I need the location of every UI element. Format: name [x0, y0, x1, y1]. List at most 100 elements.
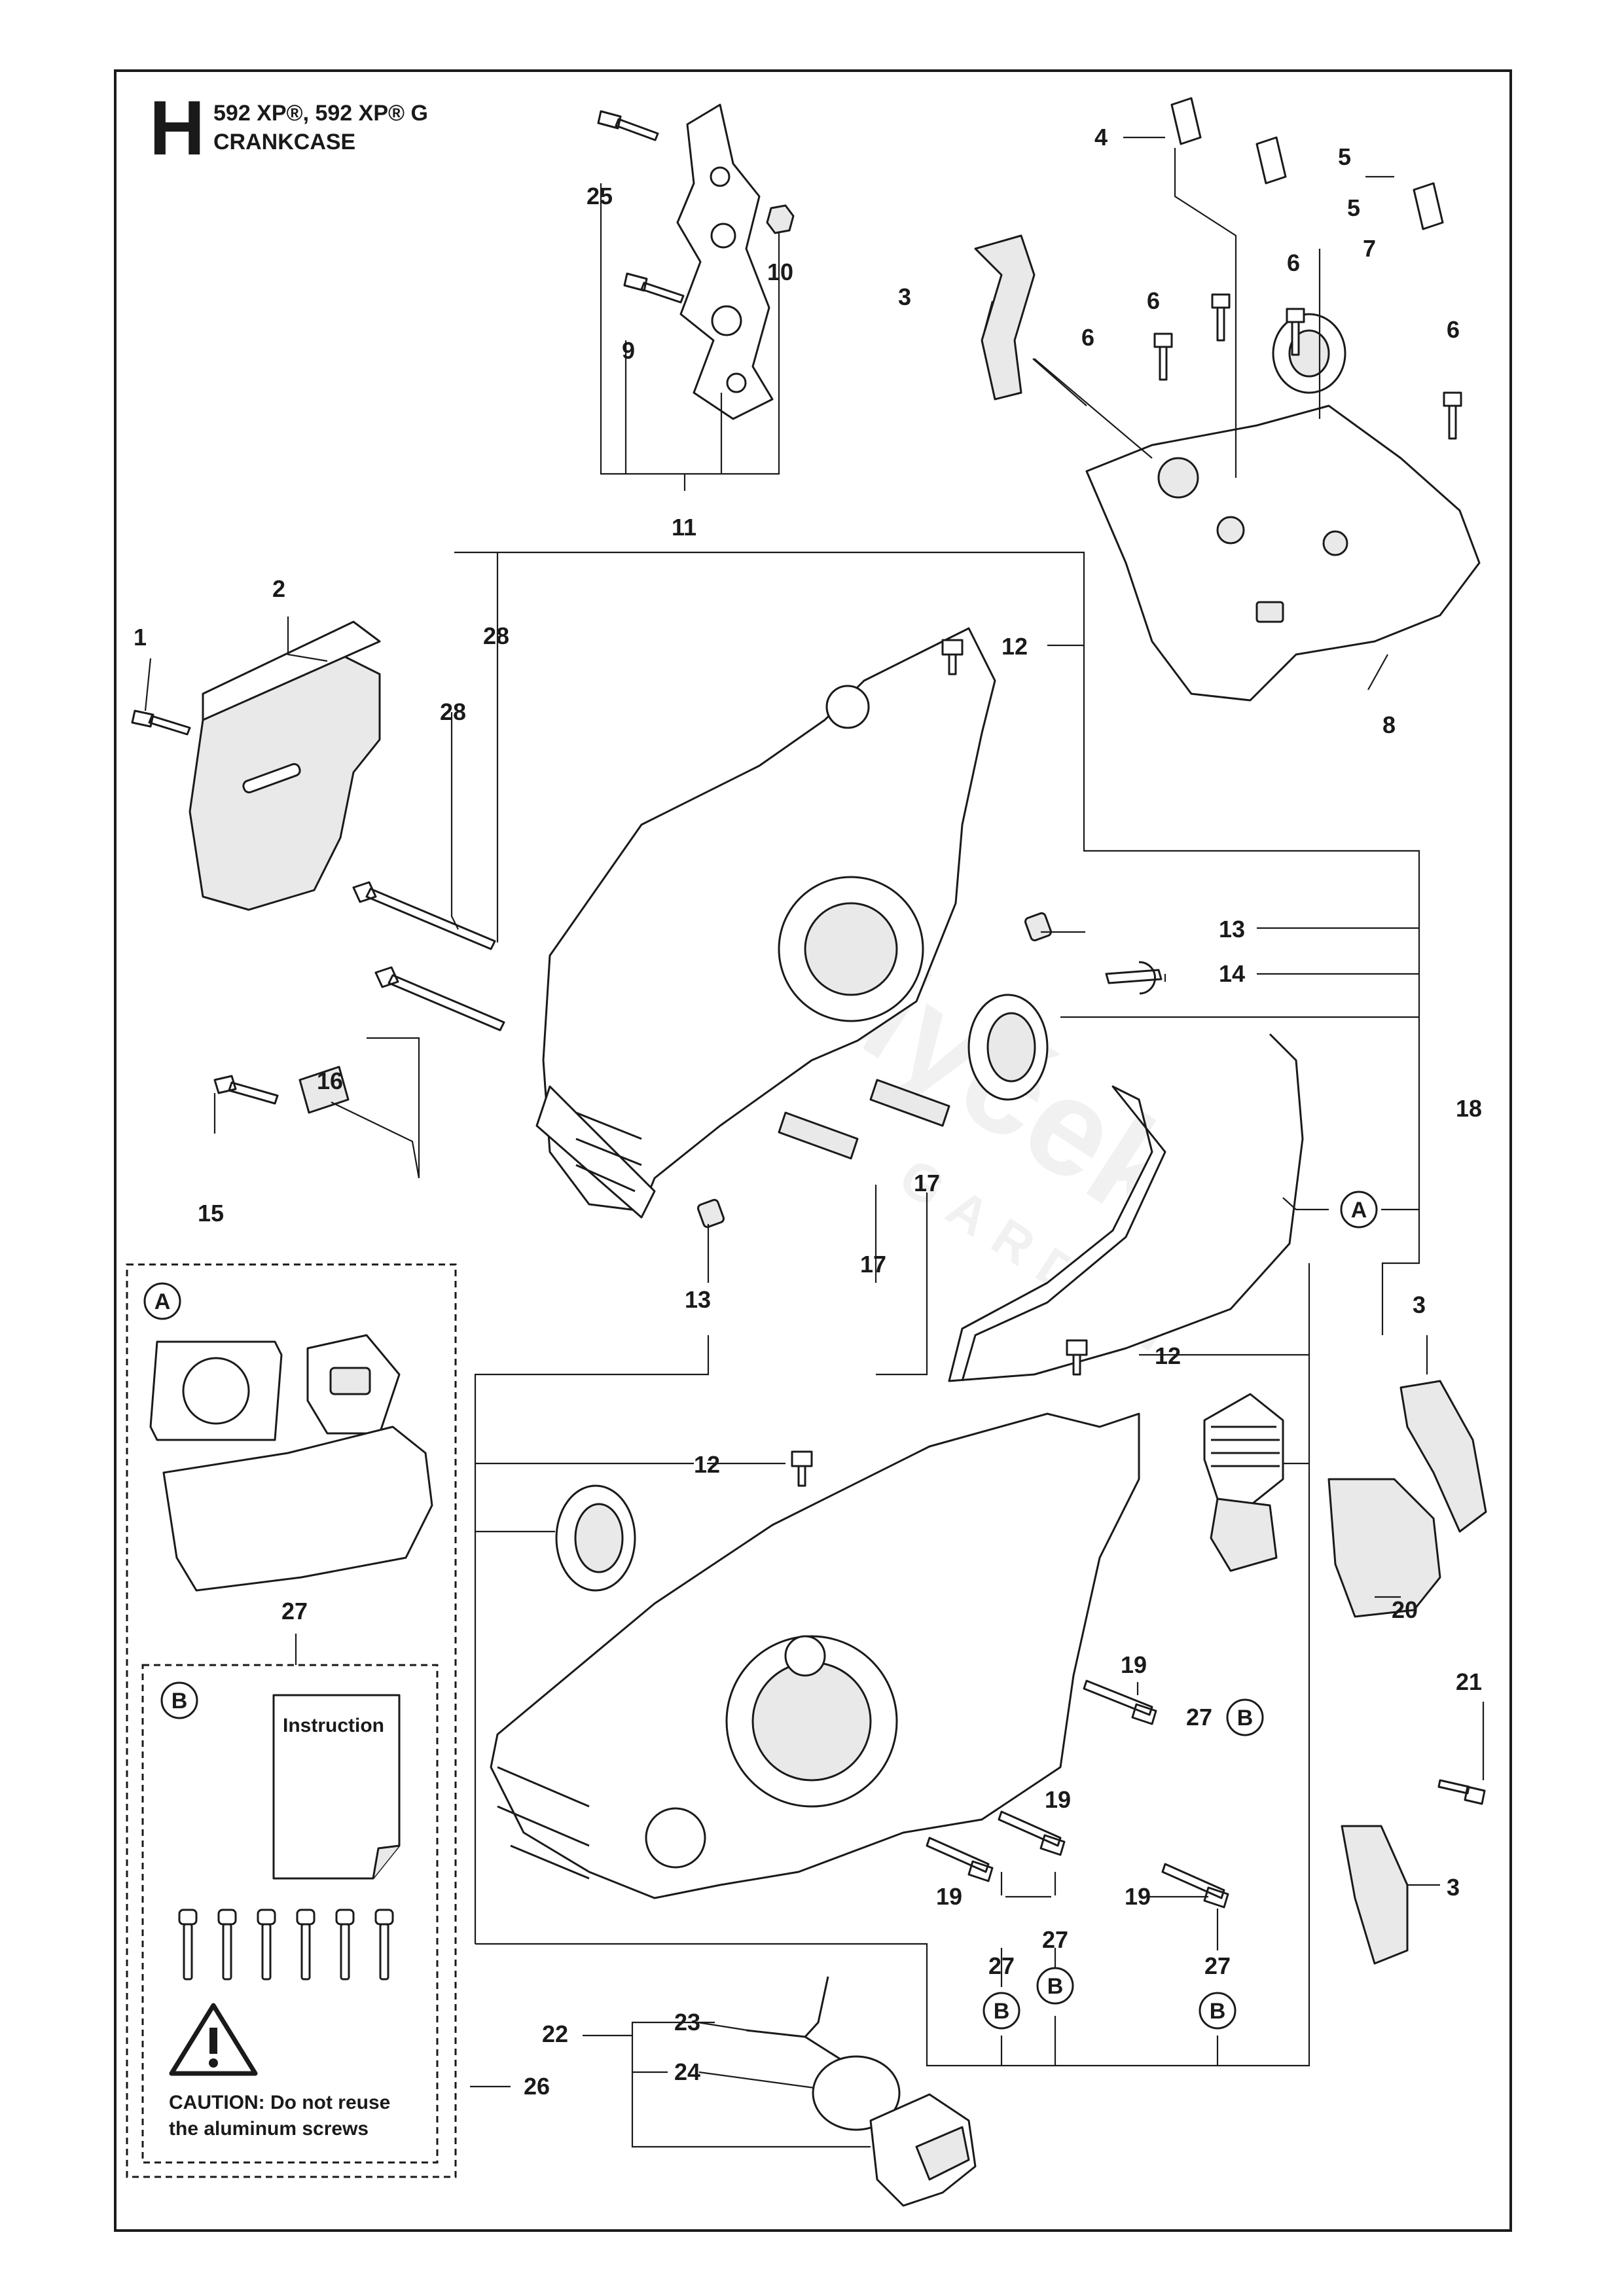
svg-text:B: B [1210, 1999, 1226, 2024]
svg-text:B: B [994, 1999, 1010, 2024]
model-names: 592 XP®, 592 XP® G [213, 101, 428, 126]
callout-28-left: 28 [440, 698, 466, 725]
svg-text:B: B [171, 1689, 188, 1713]
screw-15 [213, 1075, 279, 1105]
crankcase-half-upper [535, 627, 996, 1219]
kit-markers: A B B B B [983, 1191, 1378, 2030]
callout-23: 23 [674, 2009, 700, 2036]
elastic-mount-7 [1272, 313, 1346, 394]
callout-22: 22 [542, 2020, 568, 2047]
chain-catcher-3b [1399, 1380, 1487, 1533]
screw-19c [926, 1837, 994, 1882]
svg-text:B: B [1237, 1706, 1254, 1731]
chain-guide-assembly [131, 620, 381, 911]
callout-12-right: 12 [1155, 1342, 1181, 1369]
screw-6d [1443, 391, 1462, 440]
callout-6b: 6 [1147, 287, 1160, 314]
marker-a-main: A [1340, 1191, 1378, 1229]
stud-17a [869, 1079, 950, 1127]
crankcase-half-lower [490, 1412, 1140, 1899]
callout-5b: 5 [1347, 194, 1360, 221]
screw-19b [998, 1810, 1066, 1856]
marker-b-4: B [1199, 1992, 1236, 2030]
diagram-header: H 592 XP®, 592 XP® G CRANKCASE [149, 85, 428, 171]
callout-19d: 19 [1125, 1883, 1151, 1910]
callout-26: 26 [524, 2073, 550, 2100]
marker-b-box: B [160, 1681, 198, 1719]
av-buffer [1203, 1393, 1284, 1572]
callout-3-bottom: 3 [1447, 1874, 1460, 1901]
callout-16: 16 [317, 1067, 343, 1094]
callout-25: 25 [586, 183, 613, 209]
clip-16 [298, 1066, 350, 1114]
instruction-label: Instruction [283, 1715, 384, 1736]
callout-12-top: 12 [1001, 633, 1028, 660]
page-frame [114, 69, 1512, 2232]
callout-27a: 27 [1186, 1704, 1212, 1731]
long-screw-28b [374, 966, 505, 1031]
marker-b-3: B [1036, 1967, 1074, 2005]
bumper-spike-assembly [597, 103, 795, 420]
dowel-pin-13b [696, 1198, 725, 1229]
stud-17b [778, 1111, 859, 1160]
callout-13-right: 13 [1219, 916, 1245, 942]
screw-6b [1211, 293, 1231, 342]
marker-b-1: B [1226, 1698, 1264, 1736]
gasket-kit-box: A B Instruction [126, 1263, 457, 2178]
svg-text:A: A [154, 1289, 171, 1314]
callout-9: 9 [622, 337, 635, 364]
callout-5a: 5 [1338, 143, 1351, 170]
warning-icon [169, 2003, 258, 2076]
pin-5b [1413, 182, 1444, 230]
callout-27d: 27 [1204, 1952, 1231, 1979]
callout-19c: 19 [936, 1883, 962, 1910]
callout-17-lower: 17 [860, 1251, 886, 1278]
crankcase-gasket-icon [162, 1426, 433, 1592]
caution-line-1: CAUTION: Do not reuse [169, 2092, 390, 2113]
callout-17-upper: 17 [914, 1170, 940, 1196]
crank-bearing-upper [967, 994, 1049, 1101]
callout-27-kit: 27 [281, 1598, 308, 1624]
screw-12c [791, 1450, 813, 1487]
callout-6a: 6 [1081, 324, 1094, 351]
callout-7: 7 [1363, 235, 1376, 262]
callout-4: 4 [1094, 124, 1108, 151]
instruction-sheet-icon: Instruction [272, 1694, 401, 1880]
callout-20: 20 [1392, 1596, 1418, 1623]
callout-18: 18 [1456, 1095, 1482, 1122]
chain-catcher-3c [1341, 1825, 1409, 1965]
callout-11: 11 [672, 514, 696, 541]
callout-28-right: 28 [483, 622, 509, 649]
cover-20 [1327, 1478, 1441, 1618]
callout-3-mid: 3 [1413, 1291, 1426, 1318]
callout-2: 2 [272, 575, 285, 602]
bolt-14 [1105, 961, 1163, 995]
callout-15: 15 [198, 1200, 224, 1227]
caution-line-2: the aluminum screws [169, 2118, 369, 2140]
screw-25 [597, 110, 659, 141]
bumper-spike [676, 103, 774, 420]
screw-9 [623, 272, 685, 304]
screw-6c [1286, 308, 1305, 356]
chain-guide-plate [189, 653, 381, 911]
callout-12-mid: 12 [694, 1451, 720, 1478]
pin-4 [1170, 97, 1202, 145]
screw-12b [1066, 1339, 1088, 1376]
callout-10: 10 [767, 259, 793, 285]
callout-27c: 27 [1042, 1926, 1068, 1953]
callout-19b: 19 [1045, 1786, 1071, 1813]
screw-set-icon [178, 1909, 394, 1981]
callout-14: 14 [1219, 960, 1245, 987]
chain-catcher-3a [974, 234, 1036, 401]
callout-13-left: 13 [685, 1286, 711, 1313]
callout-24: 24 [674, 2058, 700, 2085]
callout-numbers: 1 2 3 3 3 4 5 5 6 6 6 6 7 8 9 10 11 12 1… [134, 124, 1482, 2100]
screw-1 [131, 709, 191, 736]
long-screw-28a [352, 881, 496, 950]
fuel-cap [869, 2093, 977, 2207]
cylinder-housing-8 [1085, 404, 1481, 702]
callout-3-top: 3 [898, 283, 911, 310]
callout-1: 1 [134, 624, 147, 651]
pin-5a [1255, 136, 1287, 185]
